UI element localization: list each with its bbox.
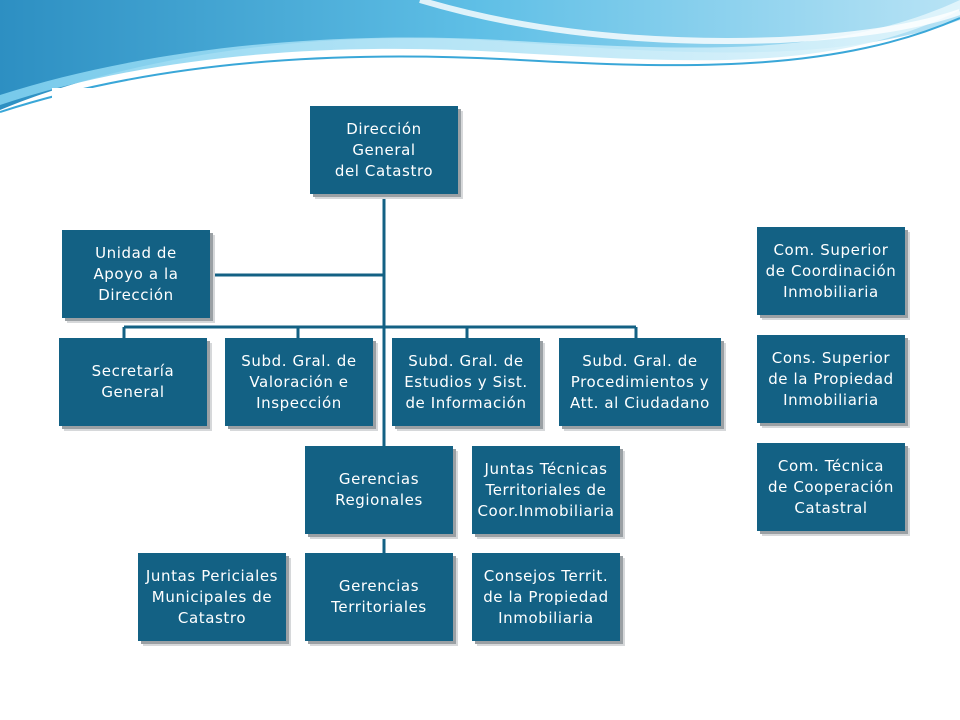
node-com-tecnica: Com. Técnica de Cooperación Catastral — [757, 443, 905, 531]
node-subd-procedimientos: Subd. Gral. de Procedimientos y Att. al … — [559, 338, 721, 426]
node-juntas-tecnicas: Juntas Técnicas Territoriales de Coor.In… — [472, 446, 620, 534]
node-cons-superior: Cons. Superior de la Propiedad Inmobilia… — [757, 335, 905, 423]
node-com-superior: Com. Superior de Coordinación Inmobiliar… — [757, 227, 905, 315]
node-secretaria-general: Secretaría General — [59, 338, 207, 426]
node-gerencias-regionales: Gerencias Regionales — [305, 446, 453, 534]
node-consejos-territ: Consejos Territ. de la Propiedad Inmobil… — [472, 553, 620, 641]
node-unidad-apoyo: Unidad de Apoyo a la Dirección — [62, 230, 210, 318]
node-subd-estudios: Subd. Gral. de Estudios y Sist. de Infor… — [392, 338, 540, 426]
header-wave-decoration — [0, 0, 960, 113]
node-gerencias-territoriales: Gerencias Territoriales — [305, 553, 453, 641]
node-subd-valoracion: Subd. Gral. de Valoración e Inspección — [225, 338, 373, 426]
node-juntas-periciales: Juntas Periciales Municipales de Catastr… — [138, 553, 286, 641]
node-direccion-general: Dirección General del Catastro — [310, 106, 458, 194]
